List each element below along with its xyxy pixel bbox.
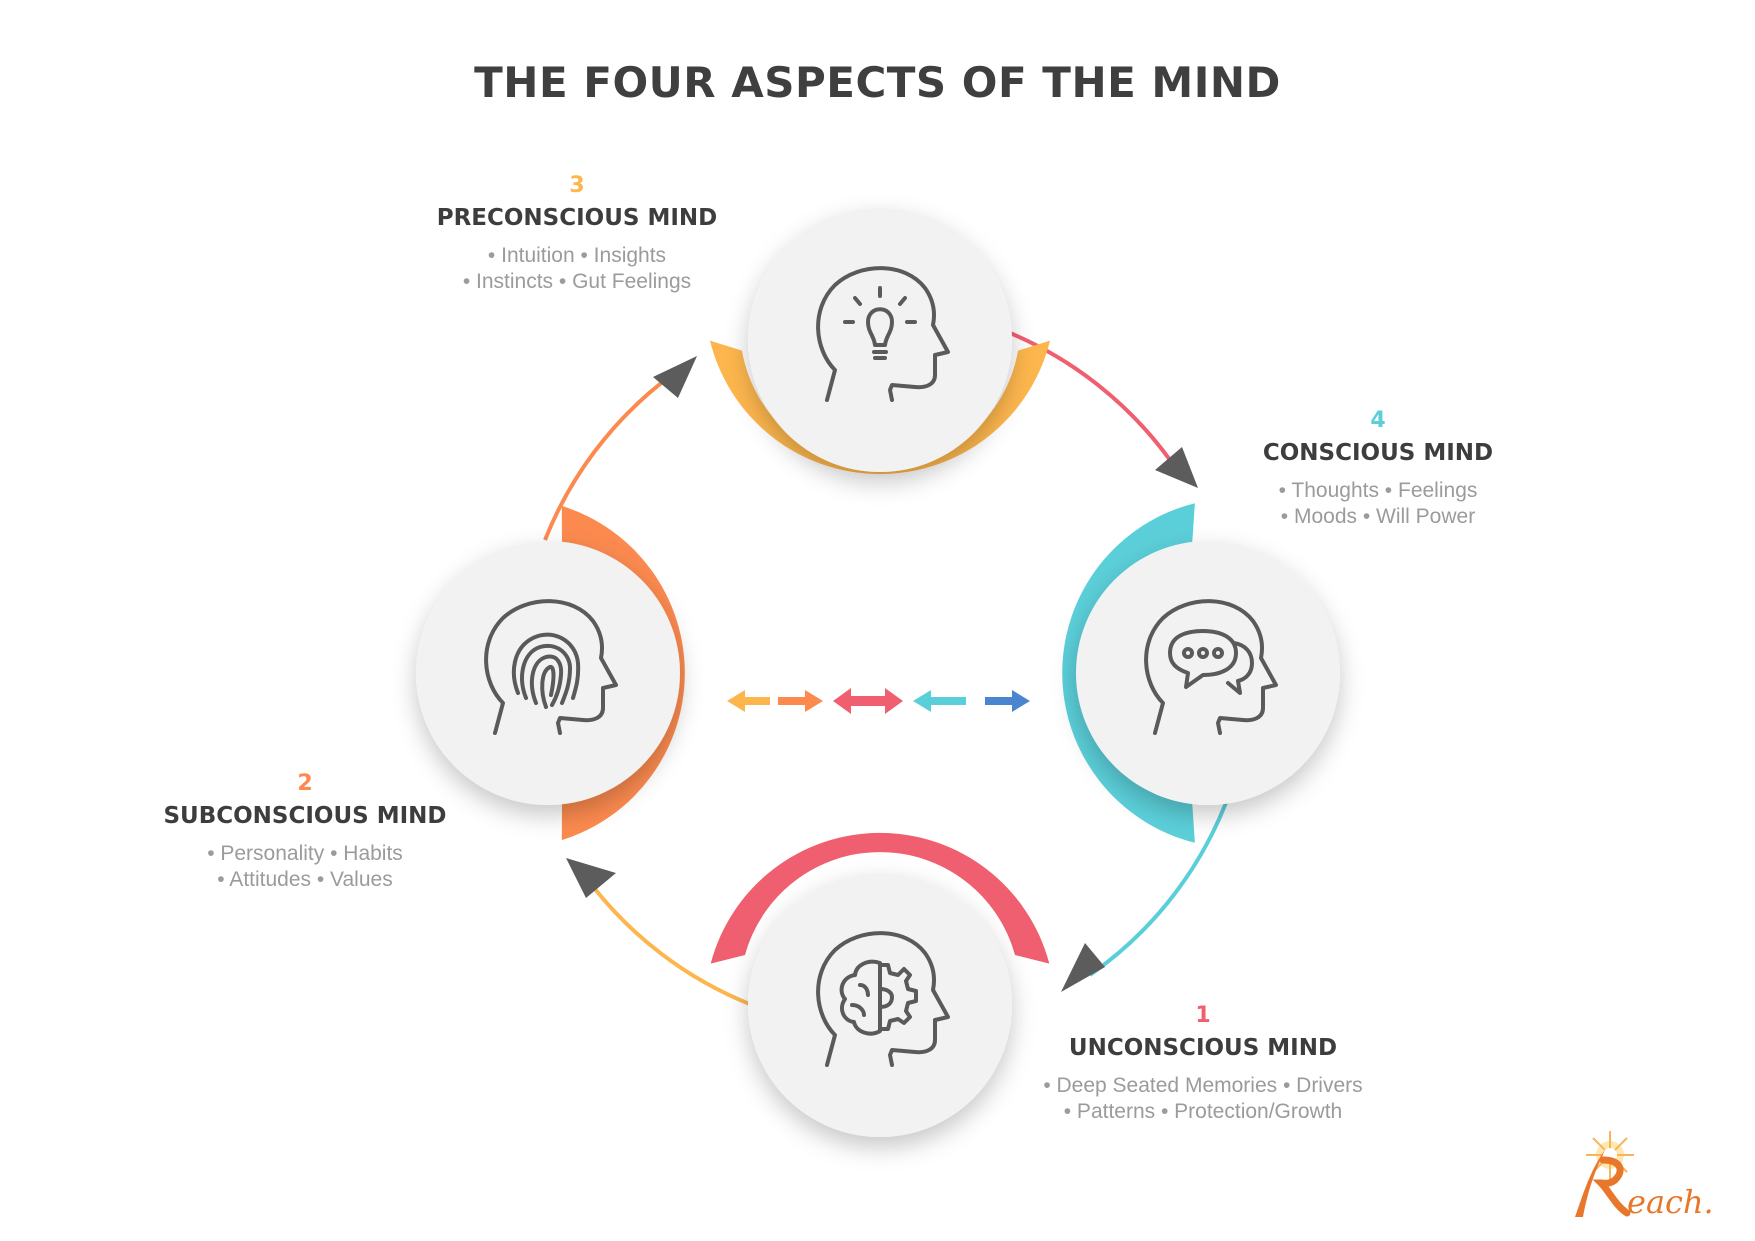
logo-text: each. — [1627, 1183, 1714, 1221]
number-subconscious: 2 — [297, 771, 313, 796]
ring-unconscious — [710, 832, 1050, 964]
center-arrows — [727, 688, 1030, 714]
speech-bubbles-head-icon — [1144, 599, 1278, 735]
details-preconscious-1: • Intuition • Insights — [487, 244, 667, 267]
number-conscious: 4 — [1370, 408, 1386, 433]
label-preconscious: 3 PRECONSCIOUS MIND • Intuition • Insigh… — [347, 173, 807, 295]
page-title: THE FOUR ASPECTS OF THE MIND — [474, 58, 1281, 107]
arrowhead-to-subconscious — [566, 858, 616, 898]
arrow-left-orange — [727, 690, 770, 712]
details-unconscious-1: • Deep Seated Memories • Drivers — [1043, 1074, 1363, 1097]
arrow-left-teal — [913, 690, 966, 712]
name-subconscious: SUBCONSCIOUS MIND — [163, 803, 447, 829]
details-subconscious-1: • Personality • Habits — [207, 842, 403, 865]
details-preconscious-2: • Instincts • Gut Feelings — [462, 270, 692, 293]
ring-subconscious — [561, 505, 685, 841]
arc-unconscious-to-subconscious — [586, 878, 753, 1007]
details-conscious-1: • Thoughts • Feelings — [1278, 479, 1478, 502]
circle-preconscious — [748, 208, 1012, 472]
ring-conscious — [1062, 503, 1195, 843]
number-unconscious: 1 — [1195, 1003, 1211, 1028]
arrowhead-to-preconscious — [653, 356, 697, 398]
sunburst-logo-icon — [1575, 1131, 1634, 1217]
lightbulb-head-icon — [816, 266, 950, 402]
brain-gear-head-icon — [816, 931, 950, 1067]
details-subconscious-2: • Attitudes • Values — [217, 868, 393, 891]
arrow-right-coral — [778, 690, 823, 712]
arrowhead-to-conscious — [1155, 447, 1198, 488]
arc-preconscious-to-conscious — [1009, 331, 1172, 462]
details-unconscious-2: • Patterns • Protection/Growth — [1063, 1100, 1343, 1123]
label-conscious: 4 CONSCIOUS MIND • Thoughts • Feelings •… — [1148, 408, 1608, 530]
fingerprint-head-icon — [484, 599, 618, 735]
name-unconscious: UNCONSCIOUS MIND — [1068, 1035, 1338, 1061]
reach-logo: each. — [1565, 1125, 1735, 1225]
arc-subconscious-to-preconscious — [543, 378, 667, 541]
arrow-right-blue — [985, 690, 1030, 712]
details-conscious-2: • Moods • Will Power — [1280, 505, 1476, 528]
arrowhead-to-unconscious — [1061, 943, 1105, 992]
name-conscious: CONSCIOUS MIND — [1262, 440, 1494, 466]
label-unconscious: 1 UNCONSCIOUS MIND • Deep Seated Memorie… — [973, 1003, 1433, 1125]
circle-subconscious — [416, 541, 680, 805]
number-preconscious: 3 — [569, 173, 585, 198]
arrow-both-red — [833, 688, 903, 714]
arc-conscious-to-unconscious — [1088, 791, 1232, 977]
label-subconscious: 2 SUBCONSCIOUS MIND • Personality • Habi… — [75, 771, 535, 893]
name-preconscious: PRECONSCIOUS MIND — [436, 205, 718, 231]
